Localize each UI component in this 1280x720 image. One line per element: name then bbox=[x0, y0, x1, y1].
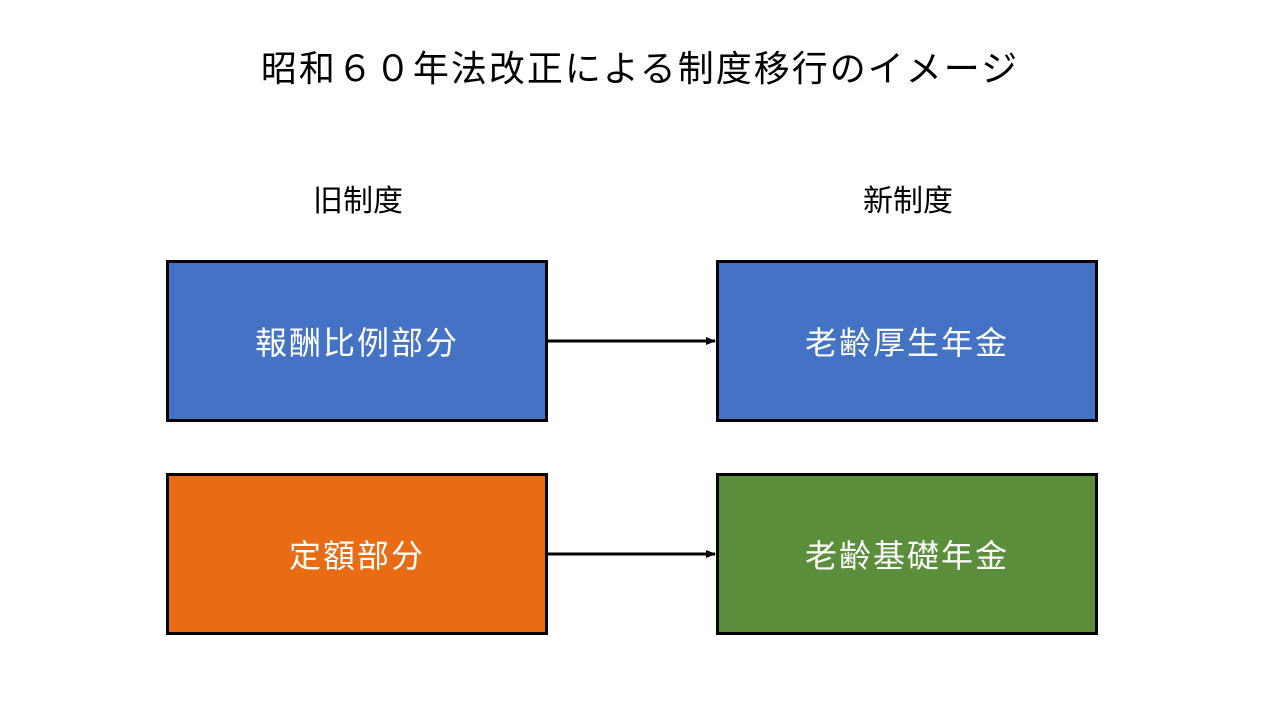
fixed-amount-portion-label: 定額部分 bbox=[288, 537, 425, 575]
old-age-basic-pension-box: 老齢基礎年金 bbox=[716, 473, 1098, 635]
remuneration-portion-box: 報酬比例部分 bbox=[166, 260, 548, 422]
old-age-employee-pension-box: 老齢厚生年金 bbox=[716, 260, 1098, 422]
new-system-label: 新制度 bbox=[863, 184, 953, 219]
diagram-title: 昭和６０年法改正による制度移行のイメージ bbox=[260, 49, 1020, 90]
fixed-amount-portion-box: 定額部分 bbox=[166, 473, 548, 635]
old-age-basic-pension-label: 老齢基礎年金 bbox=[804, 537, 1009, 575]
remuneration-portion-label: 報酬比例部分 bbox=[254, 324, 459, 362]
old-age-employee-pension-label: 老齢厚生年金 bbox=[804, 324, 1009, 362]
old-system-label: 旧制度 bbox=[313, 184, 403, 219]
